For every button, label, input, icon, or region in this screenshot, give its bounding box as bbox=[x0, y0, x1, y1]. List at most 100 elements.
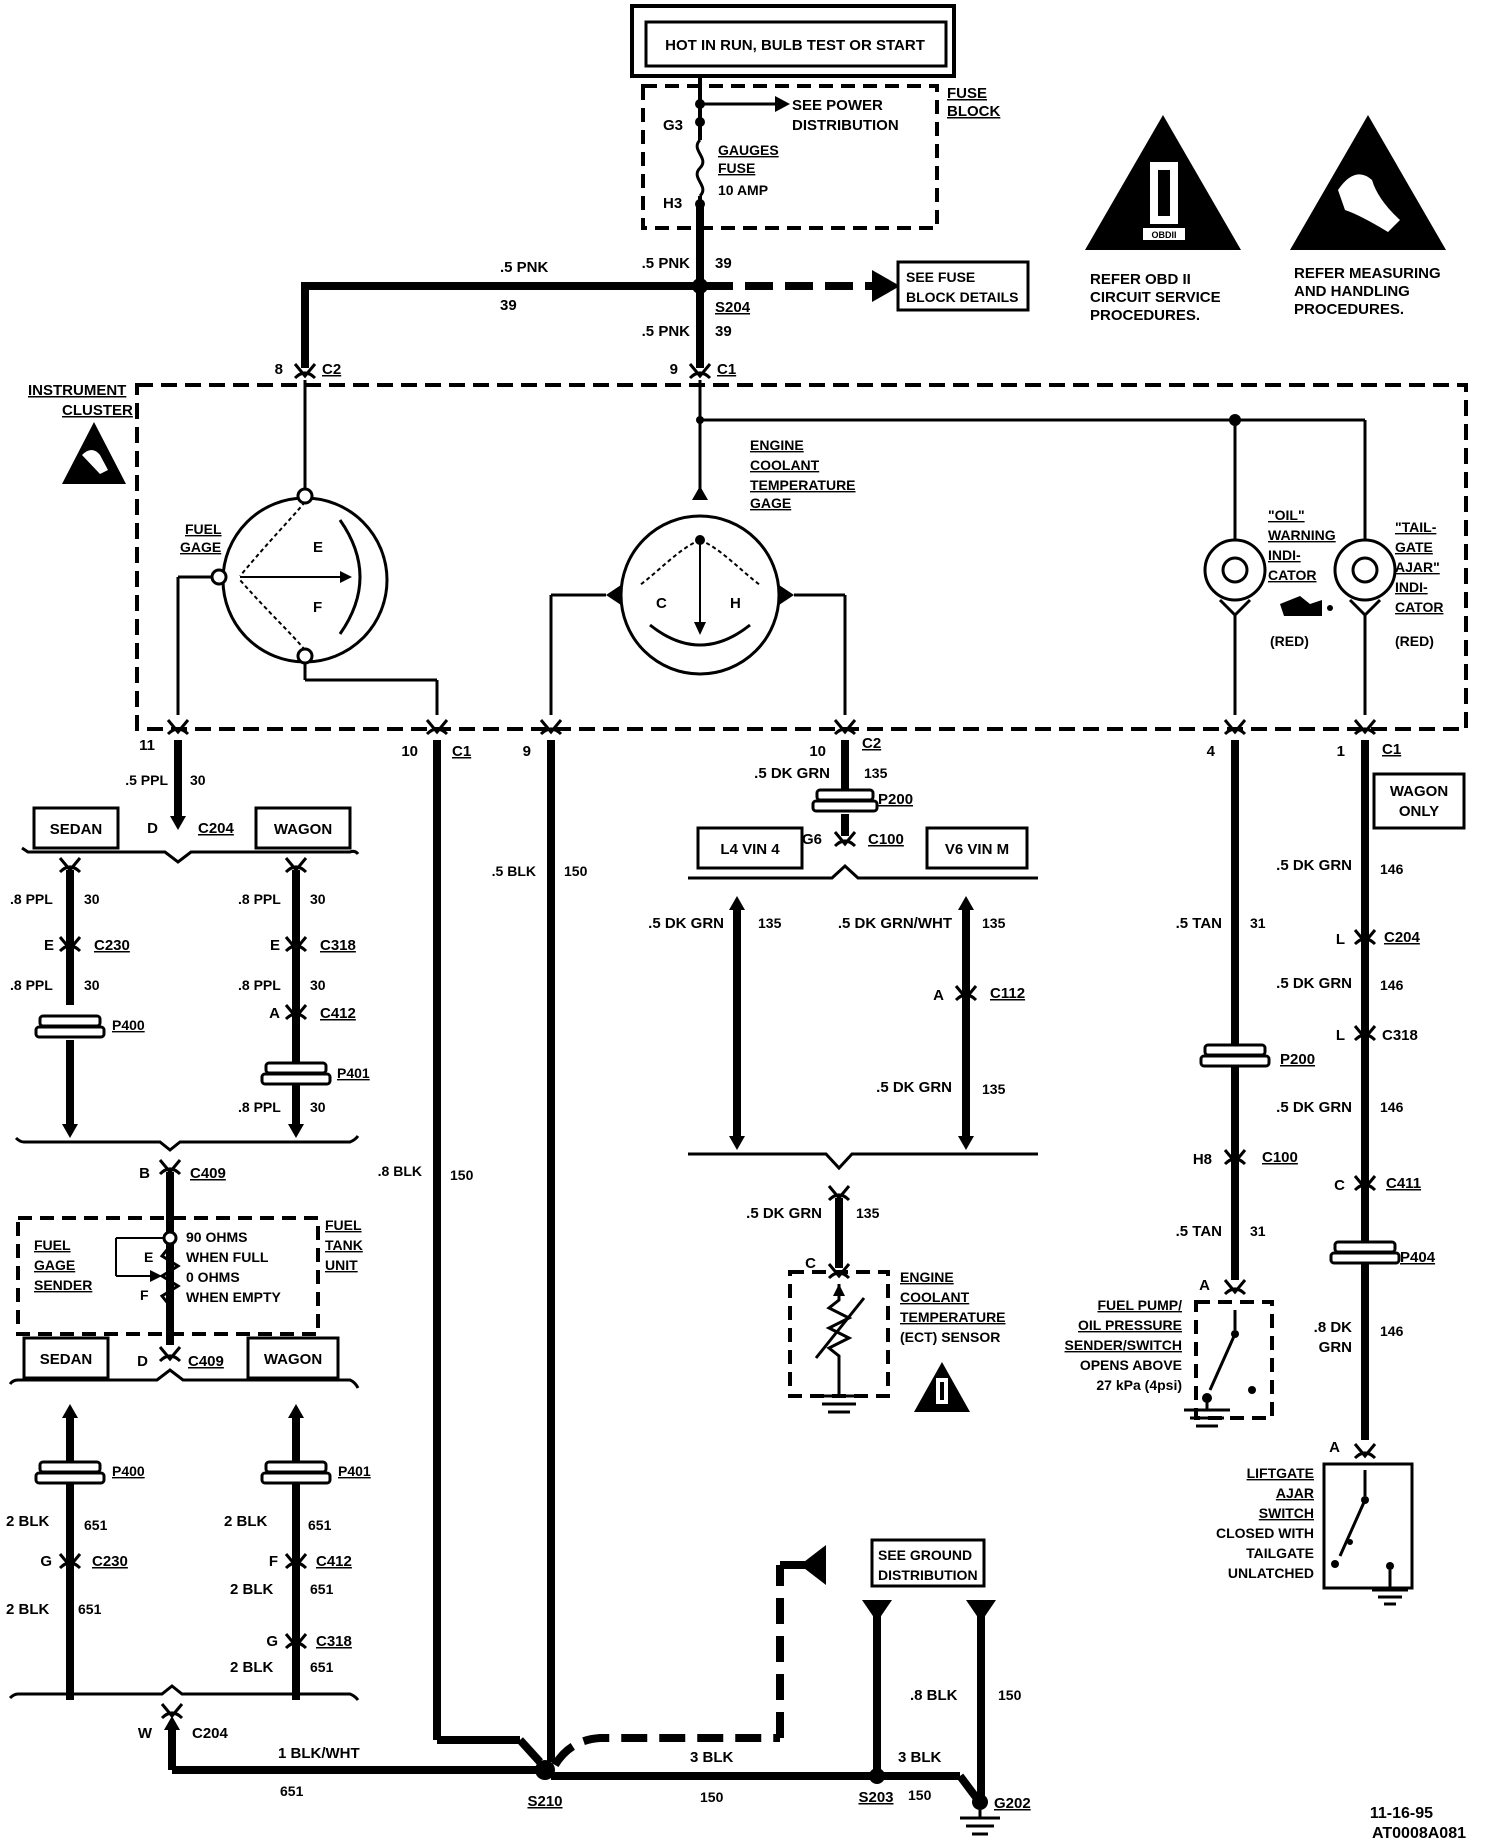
power-source-label: HOT IN RUN, BULB TEST OR START bbox=[665, 37, 925, 54]
svg-text:E: E bbox=[313, 539, 323, 556]
svg-text:C412: C412 bbox=[316, 1553, 352, 1570]
option-sedan bbox=[32, 806, 120, 850]
svg-text:W: W bbox=[138, 1725, 153, 1742]
see-fuse-block-details-box bbox=[896, 260, 1030, 312]
svg-text:135: 135 bbox=[856, 1205, 880, 1221]
svg-text:.5 DK GRN: .5 DK GRN bbox=[754, 765, 830, 782]
svg-text:651: 651 bbox=[310, 1659, 334, 1675]
svg-text:.5 TAN: .5 TAN bbox=[1176, 915, 1222, 932]
svg-text:146: 146 bbox=[1380, 1099, 1404, 1115]
svg-text:150: 150 bbox=[998, 1687, 1022, 1703]
svg-text:10: 10 bbox=[809, 743, 826, 760]
svg-text:C1: C1 bbox=[452, 743, 471, 760]
svg-text:.5 DK GRN: .5 DK GRN bbox=[1276, 975, 1352, 992]
ect-sensor-thermistor bbox=[825, 1284, 853, 1394]
svg-text:G: G bbox=[266, 1633, 278, 1650]
svg-text:39: 39 bbox=[500, 297, 517, 314]
svg-text:9: 9 bbox=[670, 361, 678, 378]
svg-text:C204: C204 bbox=[198, 820, 235, 837]
svg-text:.5 DK GRN: .5 DK GRN bbox=[876, 1079, 952, 1096]
svg-text:C230: C230 bbox=[94, 937, 130, 954]
svg-text:V6 VIN M: V6 VIN M bbox=[945, 841, 1009, 858]
svg-text:P200: P200 bbox=[878, 791, 913, 808]
fuse-block bbox=[641, 84, 939, 230]
svg-text:.5 DK GRN: .5 DK GRN bbox=[648, 915, 724, 932]
svg-text:2 BLK: 2 BLK bbox=[6, 1513, 50, 1530]
svg-text:150: 150 bbox=[450, 1167, 474, 1183]
svg-text:30: 30 bbox=[190, 772, 206, 788]
svg-text:146: 146 bbox=[1380, 861, 1404, 877]
svg-text:C230: C230 bbox=[92, 1553, 128, 1570]
svg-text:C409: C409 bbox=[188, 1353, 224, 1370]
svg-text:31: 31 bbox=[1250, 1223, 1266, 1239]
svg-text:H: H bbox=[730, 595, 741, 612]
svg-text:P401: P401 bbox=[337, 1065, 370, 1081]
svg-text:C112: C112 bbox=[990, 985, 1025, 1002]
svg-text:.5 PPL: .5 PPL bbox=[125, 772, 168, 788]
svg-text:F: F bbox=[313, 599, 322, 616]
svg-text:135: 135 bbox=[758, 915, 782, 931]
svg-text:G6: G6 bbox=[802, 831, 822, 848]
svg-text:30: 30 bbox=[310, 977, 326, 993]
svg-text:.5 DK GRN: .5 DK GRN bbox=[1276, 1099, 1352, 1116]
svg-text:F: F bbox=[140, 1287, 149, 1303]
svg-text:150: 150 bbox=[564, 863, 588, 879]
svg-text:D: D bbox=[147, 820, 158, 837]
svg-text:651: 651 bbox=[280, 1783, 304, 1799]
h3-label: H3 bbox=[663, 195, 682, 212]
oil-can-icon bbox=[1280, 596, 1322, 616]
svg-text:C1: C1 bbox=[717, 361, 736, 378]
svg-text:30: 30 bbox=[84, 891, 100, 907]
liftgate-ajar-switch-box bbox=[1322, 1462, 1414, 1590]
svg-text:A: A bbox=[1199, 1277, 1210, 1294]
svg-text:30: 30 bbox=[310, 1099, 326, 1115]
svg-text:C100: C100 bbox=[1262, 1149, 1298, 1166]
svg-text:9: 9 bbox=[523, 743, 531, 760]
svg-text:C2: C2 bbox=[322, 361, 341, 378]
svg-text:.8 PPL: .8 PPL bbox=[238, 1099, 281, 1115]
svg-text:8: 8 bbox=[275, 361, 283, 378]
svg-text:.8 PPL: .8 PPL bbox=[10, 977, 53, 993]
svg-text:150: 150 bbox=[908, 1787, 932, 1803]
svg-text:C: C bbox=[805, 1255, 816, 1272]
tailgate-ajar-indicator bbox=[1333, 538, 1397, 602]
svg-text:.8 PPL: .8 PPL bbox=[238, 977, 281, 993]
fuel-tank-unit-box bbox=[16, 1216, 320, 1336]
g3-label: G3 bbox=[663, 117, 683, 134]
svg-text:4: 4 bbox=[1207, 743, 1216, 760]
svg-text:1 BLK/WHT: 1 BLK/WHT bbox=[278, 1745, 360, 1762]
svg-text:C2: C2 bbox=[862, 735, 881, 752]
option-v6-vin-m bbox=[925, 826, 1029, 870]
see-ground-distribution-box bbox=[870, 1538, 986, 1588]
svg-text:30: 30 bbox=[84, 977, 100, 993]
svg-text:E: E bbox=[270, 937, 280, 954]
svg-text:(RED): (RED) bbox=[1270, 633, 1309, 649]
ground-g202 bbox=[972, 1794, 988, 1810]
svg-text:SEDAN: SEDAN bbox=[50, 821, 103, 838]
svg-text:C1: C1 bbox=[1382, 741, 1401, 758]
svg-text:.8 PPL: .8 PPL bbox=[238, 891, 281, 907]
svg-text:39: 39 bbox=[715, 323, 732, 340]
svg-text:C: C bbox=[1334, 1177, 1345, 1194]
svg-text:651: 651 bbox=[310, 1581, 334, 1597]
svg-text:146: 146 bbox=[1380, 977, 1404, 993]
svg-text:A: A bbox=[1329, 1439, 1340, 1456]
option-l4-vin-4 bbox=[696, 826, 804, 870]
svg-text:150: 150 bbox=[700, 1789, 724, 1805]
svg-text:G202: G202 bbox=[994, 1795, 1031, 1812]
oil-warning-indicator bbox=[1203, 538, 1267, 602]
svg-text:A: A bbox=[933, 987, 944, 1004]
svg-text:P200: P200 bbox=[1280, 1051, 1315, 1068]
